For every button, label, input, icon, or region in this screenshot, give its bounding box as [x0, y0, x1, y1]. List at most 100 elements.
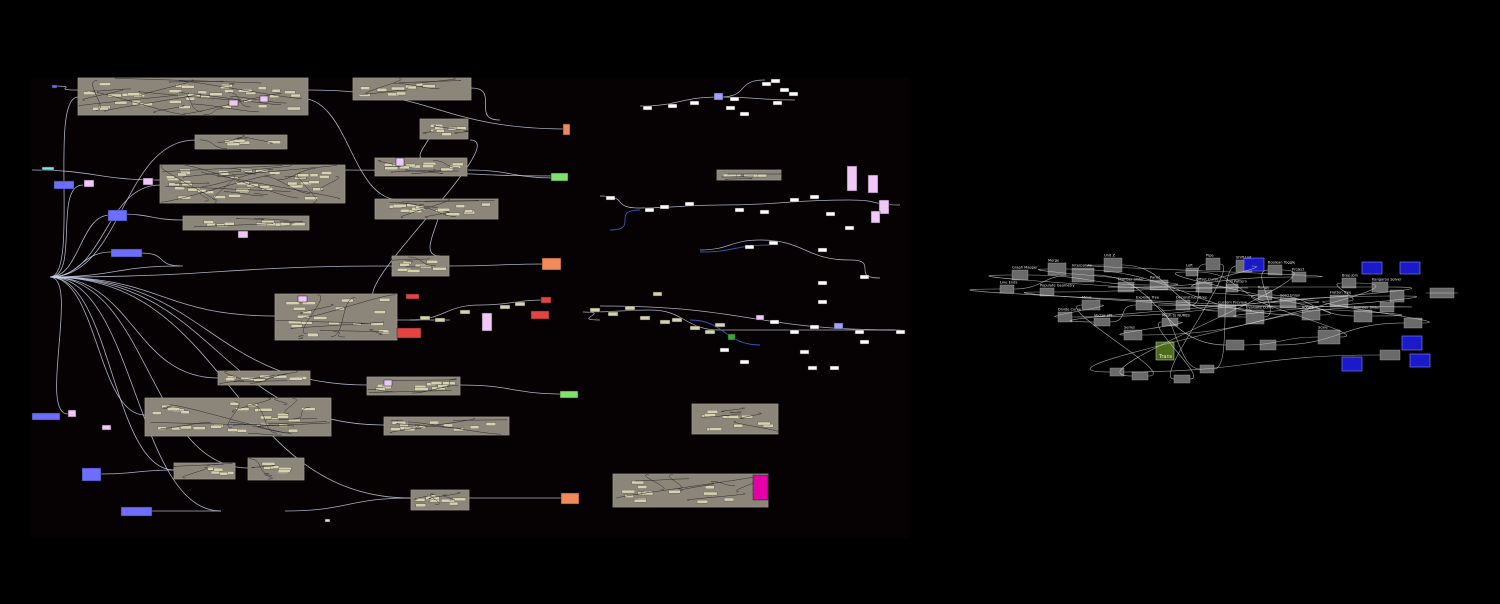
- component-node[interactable]: [230, 402, 239, 405]
- component-node[interactable]: [169, 90, 182, 93]
- component-node[interactable]: [734, 424, 743, 427]
- right-component-node[interactable]: [1342, 278, 1356, 288]
- component-node[interactable]: [341, 299, 353, 302]
- param-node[interactable]: [871, 211, 880, 223]
- component-node[interactable]: [441, 499, 454, 502]
- component-node[interactable]: [634, 499, 646, 502]
- value-node[interactable]: [690, 101, 699, 105]
- component-node[interactable]: [443, 382, 455, 385]
- component-node[interactable]: [224, 222, 234, 225]
- component-node[interactable]: [400, 209, 409, 212]
- value-node[interactable]: [740, 360, 749, 364]
- value-node[interactable]: [818, 281, 827, 285]
- component-node[interactable]: [180, 426, 191, 429]
- component-node[interactable]: [307, 334, 318, 337]
- component-node[interactable]: [420, 316, 430, 320]
- component-node[interactable]: [211, 425, 222, 428]
- right-component-node[interactable]: [1318, 330, 1340, 344]
- component-node[interactable]: [408, 86, 416, 89]
- component-node[interactable]: [442, 133, 452, 136]
- component-node[interactable]: [500, 305, 510, 309]
- right-component-node[interactable]: [1048, 263, 1066, 275]
- component-node[interactable]: [715, 323, 725, 327]
- component-node[interactable]: [660, 320, 670, 324]
- value-node[interactable]: [855, 330, 864, 334]
- value-node[interactable]: [896, 330, 905, 334]
- component-node[interactable]: [638, 486, 647, 489]
- component-node[interactable]: [99, 83, 110, 86]
- component-node[interactable]: [377, 88, 387, 91]
- param-node[interactable]: [653, 292, 662, 296]
- component-node[interactable]: [220, 472, 228, 475]
- component-node[interactable]: [204, 221, 214, 224]
- param-node[interactable]: [143, 178, 153, 185]
- component-node[interactable]: [378, 330, 389, 333]
- right-component-node[interactable]: [1132, 372, 1148, 380]
- param-node[interactable]: [847, 166, 857, 191]
- component-node[interactable]: [379, 298, 390, 301]
- component-node[interactable]: [427, 260, 438, 263]
- component-node[interactable]: [690, 326, 700, 330]
- component-group[interactable]: [275, 294, 397, 340]
- param-node[interactable]: [728, 334, 735, 340]
- right-panel-node[interactable]: [1402, 336, 1422, 350]
- component-node[interactable]: [400, 263, 410, 266]
- component-node[interactable]: [441, 168, 453, 171]
- component-node[interactable]: [260, 416, 271, 419]
- param-node[interactable]: [397, 328, 421, 338]
- component-node[interactable]: [269, 172, 280, 175]
- right-component-node[interactable]: [1380, 350, 1400, 360]
- right-panel-node[interactable]: [1244, 258, 1264, 271]
- param-node[interactable]: [102, 425, 111, 430]
- value-node[interactable]: [735, 208, 744, 212]
- component-node[interactable]: [515, 302, 525, 306]
- component-node[interactable]: [214, 468, 223, 471]
- value-node[interactable]: [860, 275, 869, 279]
- value-node[interactable]: [826, 212, 835, 216]
- component-node[interactable]: [416, 504, 426, 507]
- right-panel-node[interactable]: [1342, 357, 1362, 371]
- param-node[interactable]: [531, 311, 549, 319]
- param-node[interactable]: [298, 296, 307, 302]
- value-node[interactable]: [773, 101, 782, 105]
- param-node[interactable]: [111, 249, 142, 257]
- component-node[interactable]: [669, 490, 681, 493]
- param-node[interactable]: [868, 175, 878, 193]
- value-node[interactable]: [860, 340, 869, 344]
- component-node[interactable]: [710, 428, 722, 431]
- component-node[interactable]: [181, 411, 189, 414]
- param-node[interactable]: [714, 93, 723, 100]
- component-node[interactable]: [415, 388, 428, 391]
- component-node[interactable]: [744, 174, 758, 177]
- value-node[interactable]: [810, 195, 819, 199]
- component-node[interactable]: [272, 89, 280, 92]
- value-node[interactable]: [685, 202, 694, 206]
- component-node[interactable]: [397, 92, 406, 95]
- component-node[interactable]: [704, 492, 718, 495]
- component-node[interactable]: [237, 429, 247, 432]
- component-node[interactable]: [321, 172, 331, 175]
- component-node[interactable]: [278, 470, 290, 473]
- component-node[interactable]: [179, 106, 191, 109]
- param-node[interactable]: [82, 468, 101, 481]
- component-node[interactable]: [228, 429, 238, 432]
- param-node[interactable]: [325, 519, 330, 522]
- component-node[interactable]: [728, 415, 739, 418]
- right-component-node[interactable]: [1226, 340, 1244, 350]
- right-component-node[interactable]: [1104, 258, 1122, 272]
- component-node[interactable]: [393, 204, 406, 207]
- component-node[interactable]: [225, 378, 234, 381]
- component-node[interactable]: [465, 210, 473, 213]
- component-node[interactable]: [697, 500, 708, 503]
- component-node[interactable]: [361, 87, 370, 90]
- component-node[interactable]: [229, 194, 241, 197]
- component-node[interactable]: [169, 100, 181, 103]
- component-node[interactable]: [166, 176, 175, 179]
- component-node[interactable]: [724, 498, 734, 501]
- component-node[interactable]: [291, 94, 300, 97]
- component-node[interactable]: [608, 312, 618, 316]
- component-node[interactable]: [152, 412, 161, 415]
- right-component-node[interactable]: [1206, 258, 1220, 270]
- value-node[interactable]: [730, 97, 739, 101]
